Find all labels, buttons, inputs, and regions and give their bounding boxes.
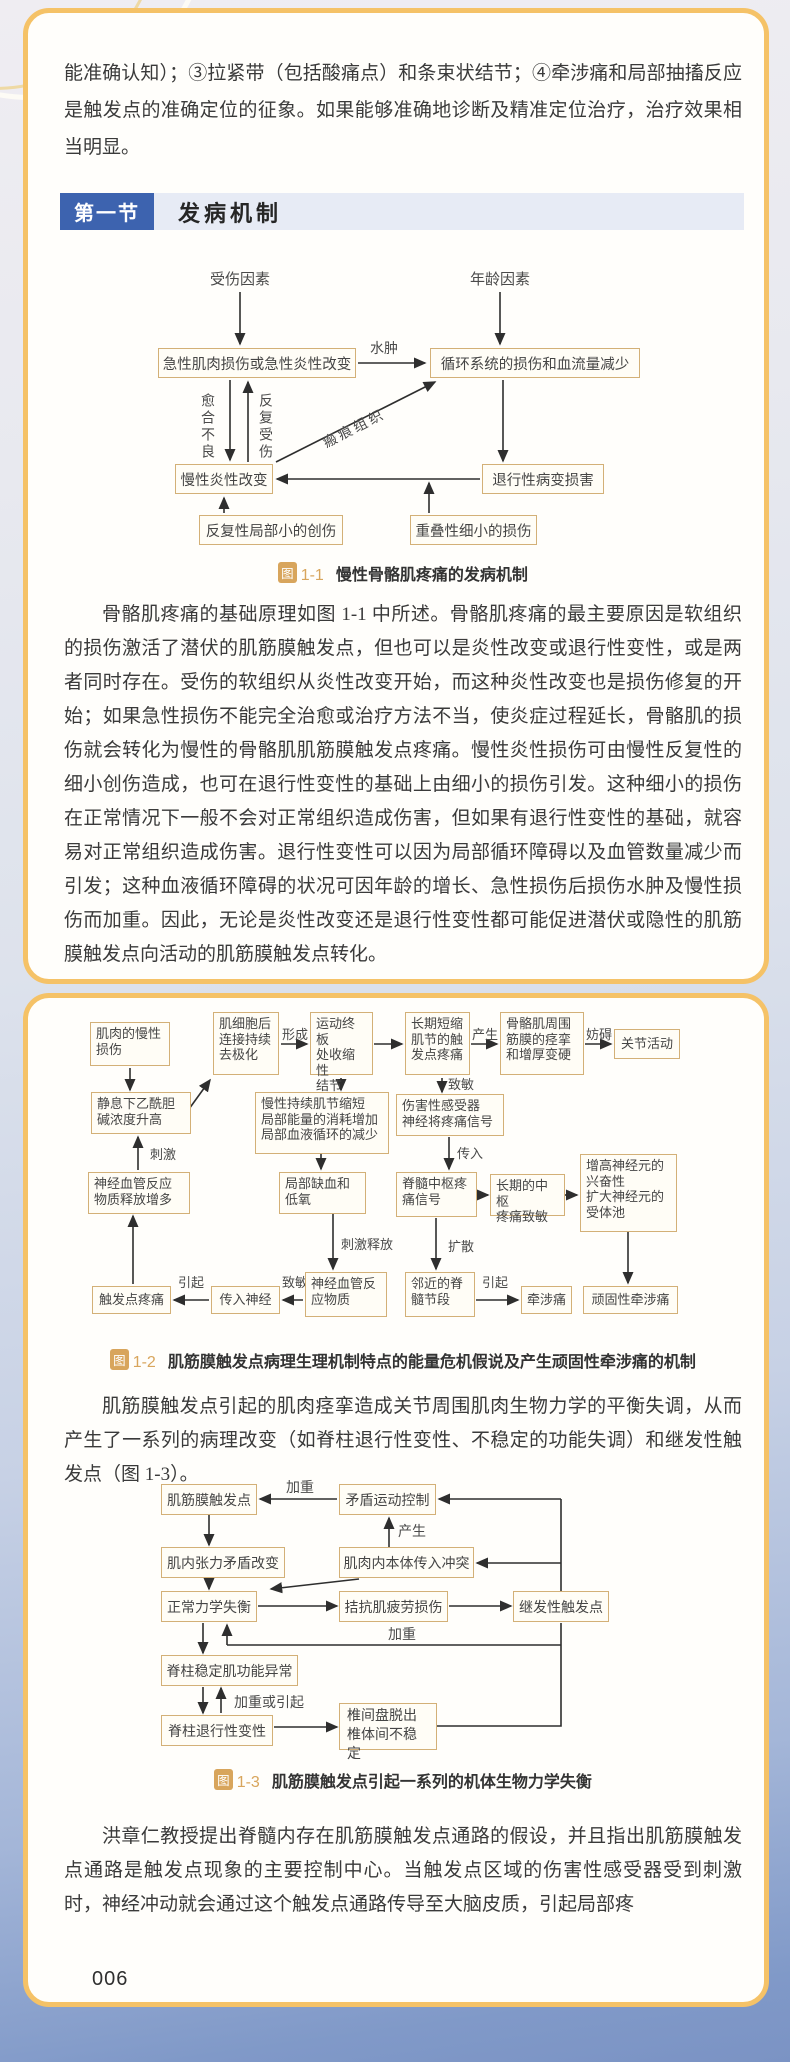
fig3-node-secondary-trigger-point: 继发性触发点 xyxy=(513,1591,609,1622)
fig1-caption-text: 慢性骨骼肌疼痛的发病机制 xyxy=(335,567,528,584)
fig2-label-stimulate: 刺激 xyxy=(150,1147,177,1162)
page-number: 006 xyxy=(92,1968,129,1990)
fig2-label-spread: 扩散 xyxy=(448,1239,475,1254)
fig2-node-referred-pain: 牵涉痛 xyxy=(521,1286,572,1314)
fig2-node-spinal-pain-signal: 脊髓中枢疼 痛信号 xyxy=(396,1172,477,1217)
fig1-label-edema: 水肿 xyxy=(370,342,398,357)
fig2-node-central-sensitization: 长期的中枢 疼痛致敏 xyxy=(490,1174,565,1224)
fig2-label-cause-left: 引起 xyxy=(178,1275,205,1290)
fig3-node-mechanical-imbalance: 正常力学失衡 xyxy=(161,1591,257,1622)
content-card-bottom: 肌肉的慢性 损伤 肌细胞后 连接持续 去极化 形成 运动终板 处收缩性 结节 长… xyxy=(23,993,769,2007)
body-paragraph-2: 肌筋膜触发点引起的肌肉痉挛造成关节周围肌肉生物力学的平衡失调，从而产生了一系列的… xyxy=(64,1396,742,1485)
fig2-node-adjacent-segment: 邻近的脊 髓节段 xyxy=(405,1272,475,1317)
fig3-node-disc-herniation: 椎间盘脱出 椎体间不稳定 xyxy=(339,1703,437,1762)
figure-1-2-diagram: 肌肉的慢性 损伤 肌细胞后 连接持续 去极化 形成 运动终板 处收缩性 结节 长… xyxy=(58,1012,748,1327)
figure-1-1-diagram: 受伤因素 年龄因素 急性肌肉损伤或急性炎性改变 水肿 循环系统的损伤和血流量减少… xyxy=(58,260,748,555)
figure-icon: 图 xyxy=(110,1349,129,1370)
fig3-node-trigger-point: 肌筋膜触发点 xyxy=(161,1484,257,1515)
fig1-node-acute-injury: 急性肌肉损伤或急性炎性改变 xyxy=(158,348,356,378)
figure-1-3-diagram: 肌筋膜触发点 加重 矛盾运动控制 肌内张力矛盾改变 产生 肌肉内本体传入冲突 正… xyxy=(58,1475,748,1762)
fig2-label-sensitize-top: 致敏 xyxy=(448,1077,475,1092)
fig2-label-produce: 产生 xyxy=(472,1027,499,1042)
fig3-arrows xyxy=(197,1493,562,1733)
fig2-label-afferent-in: 传入 xyxy=(457,1146,484,1161)
fig2-arrows xyxy=(124,1038,634,1306)
fig2-node-trigger-point-pain: 触发点疼痛 xyxy=(92,1286,171,1314)
content-card-top: 能准确认知）；③拉紧带（包括酸痛点）和条束状结节；④牵涉痛和局部抽搐反应是触发点… xyxy=(23,8,769,984)
body-paragraph-1: 骨骼肌疼痛的基础原理如图 1-1 中所述。骨骼肌疼痛的最主要原因是软组织的损伤激… xyxy=(64,604,742,965)
fig2-node-neurovascular-release: 神经血管反应 物质释放增多 xyxy=(88,1172,190,1214)
fig2-node-stubborn-referred-pain: 顽固性牵涉痛 xyxy=(583,1286,678,1314)
fig2-label-sensitize-mid: 致敏 xyxy=(282,1275,309,1290)
fig1-node-degenerative-damage: 退行性病变损害 xyxy=(482,464,604,494)
fig2-node-depolarization: 肌细胞后 连接持续 去极化 xyxy=(213,1012,279,1075)
fig3-caption-text: 肌筋膜触发点引起一系列的机体生物力学失衡 xyxy=(271,1774,592,1791)
fig3-node-stabilizer-dysfunction: 脊柱稳定肌功能异常 xyxy=(161,1655,298,1686)
fig3-node-tension-change: 肌内张力矛盾改变 xyxy=(161,1547,285,1578)
fig3-node-proprioceptive-conflict: 肌肉内本体传入冲突 xyxy=(339,1547,474,1578)
section-number-badge: 第一节 xyxy=(60,193,154,230)
fig3-node-paradox-motor-control: 矛盾运动控制 xyxy=(339,1484,436,1515)
fig2-node-endplate-nodule: 运动终板 处收缩性 结节 xyxy=(310,1012,373,1093)
figure-icon: 图 xyxy=(278,562,297,583)
fig2-label-hinder: 妨碍 xyxy=(586,1027,613,1042)
fig3-node-antagonist-fatigue: 拮抗肌疲劳损伤 xyxy=(339,1591,448,1622)
fig1-node-circulation-damage: 循环系统的损伤和血流量减少 xyxy=(430,348,640,378)
fig2-node-shortened-sarcomere-pain: 长期短缩 肌节的触 发点疼痛 xyxy=(405,1012,470,1075)
fig2-label-cause-right: 引起 xyxy=(482,1275,509,1290)
fig2-node-neurovascular-substance: 神经血管反 应物质 xyxy=(305,1272,387,1317)
fig3-label-aggravate-top: 加重 xyxy=(286,1481,314,1496)
fig1-node-chronic-inflammation: 慢性炎性改变 xyxy=(175,464,273,494)
fig2-node-nociceptor-signal: 伤害性感受器 神经将疼痛信号 xyxy=(396,1094,504,1136)
fig2-caption-text: 肌筋膜触发点病理生理机制特点的能量危机假说及产生顽固性牵涉痛的机制 xyxy=(167,1354,696,1371)
body-paragraph-3: 洪章仁教授提出脊髓内存在肌筋膜触发点通路的假设，并且指出肌筋膜触发点通路是触发点… xyxy=(64,1826,742,1915)
fig3-node-spine-degeneration: 脊柱退行性变性 xyxy=(161,1715,273,1746)
fig1-node-injury-factor: 受伤因素 xyxy=(210,272,271,288)
fig2-node-chronic-muscle-injury: 肌肉的慢性 损伤 xyxy=(90,1022,170,1066)
fig1-node-overlapping-injury: 重叠性细小的损伤 xyxy=(410,515,537,545)
fig2-node-joint-movement: 关节活动 xyxy=(614,1029,680,1059)
figure-icon: 图 xyxy=(214,1769,233,1790)
fig1-caption-number: 1-1 xyxy=(300,567,324,584)
fig3-label-aggravate-mid: 加重 xyxy=(388,1628,416,1643)
intro-paragraph: 能准确认知）；③拉紧带（包括酸痛点）和条束状结节；④牵涉痛和局部抽搐反应是触发点… xyxy=(64,63,742,158)
fig1-label-poor-healing: 愈合不良 xyxy=(199,393,214,461)
fig1-arrows xyxy=(218,292,509,513)
fig3-label-aggravate-or-cause: 加重或引起 xyxy=(234,1696,304,1711)
fig2-node-fascia-spasm: 骨骼肌周围 筋膜的痉挛 和增厚变硬 xyxy=(500,1012,584,1075)
section-header: 第一节 发病机制 xyxy=(60,193,744,230)
fig1-node-repeated-trauma: 反复性局部小的创伤 xyxy=(199,515,343,545)
fig1-label-repeated-injury: 反复受伤 xyxy=(257,393,272,461)
fig2-label-form: 形成 xyxy=(282,1027,309,1042)
fig2-node-ischemia-hypoxia: 局部缺血和 低氧 xyxy=(279,1172,366,1214)
fig2-node-acetylcholine-rise: 静息下乙酰胆 碱浓度升高 xyxy=(91,1092,191,1134)
section-title: 发病机制 xyxy=(178,200,283,226)
fig1-node-age-factor: 年龄因素 xyxy=(470,272,531,288)
fig2-node-energy-crisis: 慢性持续肌节缩短 局部能量的消耗增加 局部血液循环的减少 xyxy=(255,1092,389,1154)
fig2-node-neuron-excitability: 增高神经元的 兴奋性 扩大神经元的 受体池 xyxy=(580,1154,677,1232)
fig3-label-produce: 产生 xyxy=(398,1525,426,1540)
fig3-caption-number: 1-3 xyxy=(236,1774,260,1791)
fig2-caption-number: 1-2 xyxy=(132,1354,156,1371)
fig2-node-afferent-nerve: 传入神经 xyxy=(211,1286,280,1314)
fig2-label-stimulate-release: 刺激释放 xyxy=(341,1237,394,1252)
